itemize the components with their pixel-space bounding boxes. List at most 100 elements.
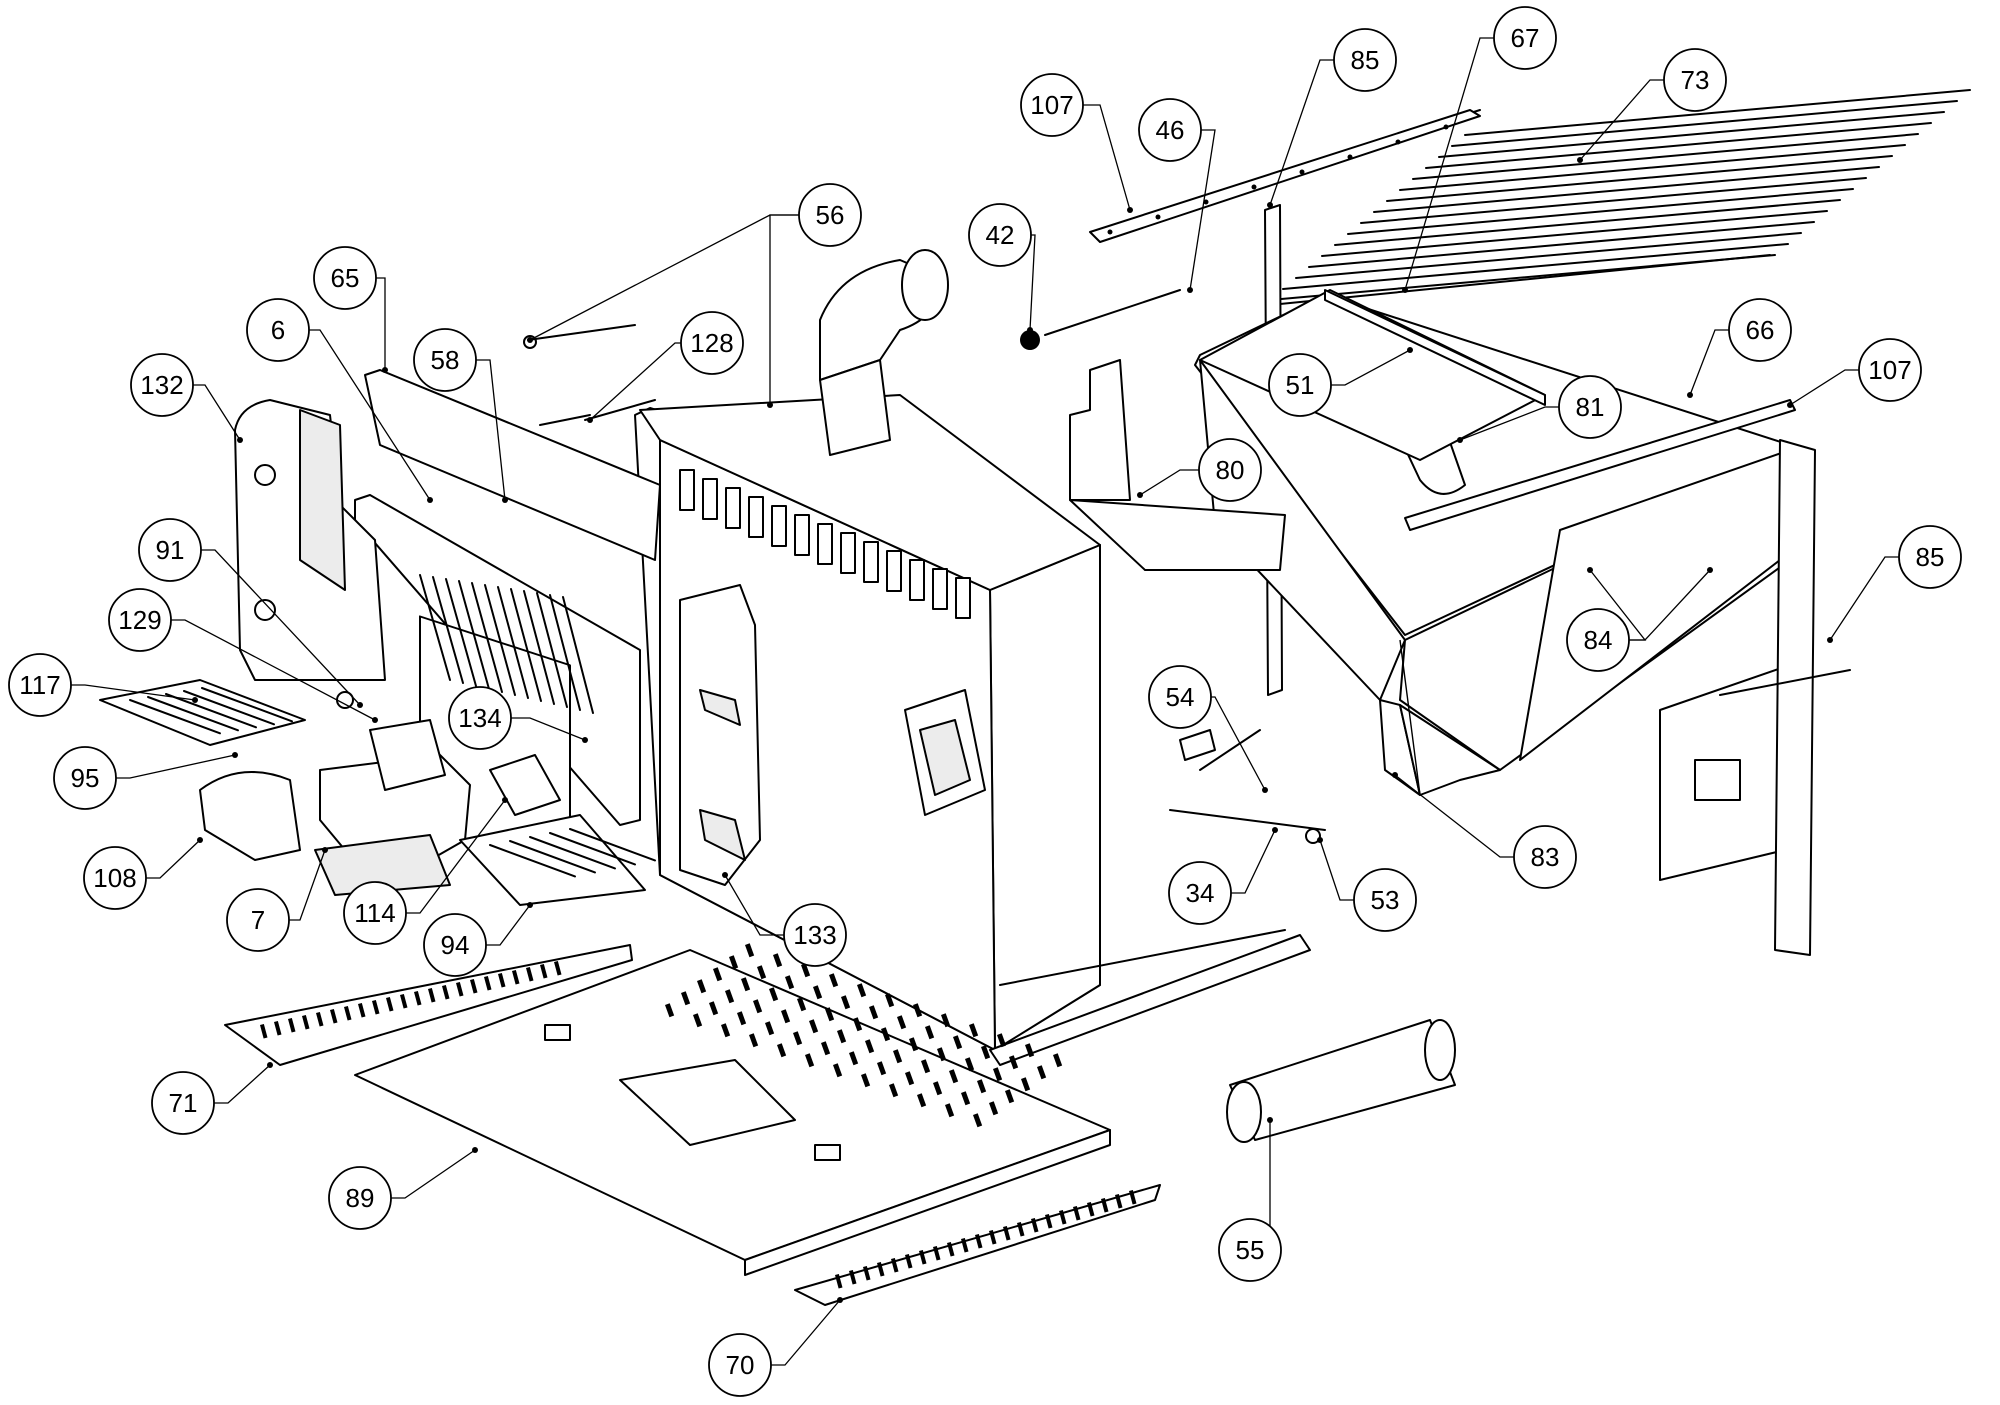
callout-circle [130, 353, 194, 417]
vent-slot [813, 985, 823, 1000]
callout-circle [1353, 868, 1417, 932]
rack-bar [1386, 155, 1893, 202]
burn-pot-7 [314, 719, 471, 896]
rail-slot [371, 999, 380, 1015]
rail-slot [441, 984, 450, 1000]
cover-108 [199, 771, 301, 861]
leader-tip [322, 847, 328, 853]
vent-slot [965, 1057, 975, 1072]
vent-slot [728, 955, 739, 970]
callout-circle [138, 518, 202, 582]
callouts: 1078567734642566565812813266107518180911… [8, 6, 1962, 1397]
rail-slot [975, 1233, 983, 1249]
vent-slot [785, 975, 795, 990]
leader-tip [382, 367, 388, 373]
callout: 54 [1148, 665, 1268, 793]
callout: 117 [8, 653, 198, 717]
grate-bar [129, 699, 221, 735]
callout-circle [1148, 665, 1212, 729]
leader-tip [1317, 837, 1323, 843]
callout-circle [423, 913, 487, 977]
grate-bar [489, 844, 576, 878]
callout-circle [1168, 861, 1232, 925]
rail-slot [540, 963, 548, 979]
vent-slot [941, 1013, 951, 1028]
callout-circle [1558, 375, 1622, 439]
callout: 56 [527, 183, 862, 408]
rack-bar [1269, 254, 1776, 301]
rail-slot [862, 1265, 871, 1281]
rail-slot [455, 981, 464, 997]
callout-circle [1020, 73, 1084, 137]
callout-label: 81 [1576, 392, 1605, 422]
rail-slot [947, 1241, 955, 1257]
leader-tip [587, 417, 593, 423]
log-line [497, 586, 529, 699]
callout: 85 [1267, 28, 1397, 208]
frame-slot [725, 487, 741, 529]
callout-label: 51 [1286, 370, 1315, 400]
divider-80 [1069, 359, 1131, 501]
log-line [510, 588, 542, 702]
callout: 51 [1268, 347, 1413, 417]
rail-slot [1003, 1225, 1011, 1241]
vent-slot [712, 967, 723, 982]
vent-slot [981, 1045, 991, 1060]
rail-slot [400, 993, 408, 1009]
rack-bar [1321, 210, 1828, 257]
vent-slot [821, 1041, 831, 1056]
vent-slot [809, 1019, 819, 1034]
callout-circle [151, 1071, 215, 1135]
vent-slot [792, 1031, 803, 1046]
vent-slot [837, 1029, 847, 1044]
vent-slot [769, 987, 779, 1002]
callout: 83 [1392, 772, 1577, 889]
rail-slot [1087, 1201, 1095, 1217]
callout-label: 114 [354, 898, 395, 928]
vent-slot [953, 1035, 963, 1050]
rail-slot [933, 1245, 941, 1261]
rail-slot [498, 972, 506, 988]
callout: 65 [313, 246, 388, 373]
grill-rack [1099, 89, 1971, 306]
grate-bar [549, 832, 636, 866]
vent-slot [917, 1093, 927, 1108]
callout: 114 [343, 797, 508, 945]
callout: 89 [328, 1147, 478, 1230]
log-line [536, 592, 568, 708]
callout-circle [1728, 298, 1792, 362]
rail-slot [484, 975, 492, 991]
vent-slot [765, 1021, 775, 1036]
callout-circle [328, 1166, 392, 1230]
callout-circle [1858, 338, 1922, 402]
grate-bar [509, 840, 596, 874]
leader-tip [267, 1062, 273, 1068]
vent-slot [996, 1033, 1007, 1048]
callout-label: 85 [1351, 45, 1380, 75]
callout-circle [1566, 608, 1630, 672]
vent-slot [1053, 1053, 1063, 1068]
callout-circle [108, 588, 172, 652]
rail-hole [1299, 169, 1305, 175]
log-line [445, 578, 477, 687]
rail-hole [1443, 124, 1449, 130]
callout-circle [1218, 1218, 1282, 1282]
rack-bar [1464, 89, 1971, 136]
base-square-hole [544, 1024, 571, 1041]
leader-tip [1787, 402, 1793, 408]
rail-slot [301, 1014, 310, 1030]
grate-94 [459, 814, 646, 906]
rail-slot [343, 1005, 352, 1021]
frame-slot [840, 532, 856, 574]
callout-circle [343, 881, 407, 945]
callout-circle [448, 686, 512, 750]
vent-slot [924, 1025, 935, 1040]
rail-hole [1203, 199, 1209, 205]
callout: 128 [587, 311, 744, 423]
grate-bar [201, 687, 293, 723]
rail-slot [1045, 1213, 1053, 1229]
vent-slot [745, 943, 755, 958]
rail-slot [316, 1011, 324, 1027]
rack-bar [1451, 100, 1958, 147]
callout: 46 [1138, 98, 1216, 293]
